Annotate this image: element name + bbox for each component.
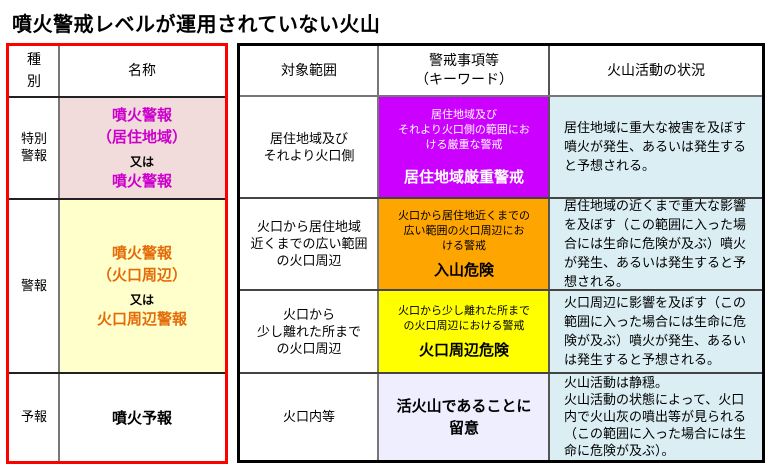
status-cell: 居住地域の近くまで重大な影響を及ぼす（この範囲に入った場合には生命に危険が及ぶ）… [550,199,762,290]
warning-alt-name: 火口周辺警報 [96,310,187,328]
type-label-line2: 警報 [20,148,47,164]
status-text: 居住地域の近くまで重大な影響を及ぼす（この範囲に入った場合には生命に危険が及ぶ）… [564,199,747,290]
keyword-desc-line1: 居住地域及び [431,108,497,121]
warning-name: 噴火警報 [111,244,172,262]
header-target-area-label: 対象範囲 [281,62,337,79]
target-text: 火口内等 [282,409,335,425]
type-label: 警報 [20,278,47,294]
target-cell: 火口から 少し離れた所まで の火口周辺 [240,291,378,373]
keyword-desc-line1: 火口から居住地近くまでの [398,209,530,222]
target-cell: 火口内等 [240,374,378,460]
target-cell: 火口から居住地域 近くまでの広い範囲 の火口周辺 [240,199,378,290]
keyword-desc-line3: ける厳重な警戒 [425,138,503,151]
keyword-desc-line3: ける警戒 [442,239,486,252]
name-cell-forecast: 噴火予報 [59,374,225,461]
or-label: 又は [129,293,154,307]
right-row-divider [240,372,762,374]
keyword-cell-mountain-entry: 火口から居住地近くまでの 広い範囲の火口周辺にお ける警戒 入山危険 [379,199,549,290]
status-cell: 火山活動は静穏。 火山活動の状態によって、火口内で火山灰の噴出等が見られる（この… [550,374,762,460]
header-activity-status-label: 火山活動の状況 [607,62,705,79]
status-cell: 居住地域に重大な被害を及ぼす噴火が発生、あるいは発生すると予想される。 [550,97,762,198]
right-row-divider [240,289,762,291]
header-type-label: 種別 [27,52,41,90]
keyword-desc-line2: の火口周辺における警戒 [403,319,525,332]
target-line3: の火口周辺 [276,341,342,357]
keyword-cell-residential: 居住地域及び それより火口側の範囲にお ける厳重な警戒 居住地域厳重警戒 [379,97,549,198]
left-row-divider [9,372,225,374]
target-line1: 火口から [282,307,335,323]
type-label: 予報 [20,410,47,425]
right-col-divider [377,46,379,460]
target-line1: 居住地域及び [269,131,348,147]
header-target-area: 対象範囲 [240,46,378,96]
status-text-line1: 火山活動は静穏。 [564,375,669,391]
keyword-cell-crater-danger: 火口から少し離れた所まで の火口周辺における警戒 火口周辺危険 [379,291,549,373]
target-line2: 近くまでの広い範囲 [250,237,368,252]
left-row-divider [9,198,225,200]
warning-area: （火口周辺） [96,266,187,284]
header-name: 名称 [59,46,225,96]
target-line3: の火口周辺 [276,254,342,269]
special-warning-area: （居住地域） [96,127,187,146]
status-text: 居住地域に重大な被害を及ぼす噴火が発生、あるいは発生すると予想される。 [564,121,747,174]
keyword-desc-line1: 火口から少し離れた所まで [398,304,530,317]
special-warning-alt-name: 噴火警報 [111,171,172,190]
or-label: 又は [129,154,154,169]
status-cell: 火口周辺に影響を及ぼす（この範囲に入った場合には生命に危険が及ぶ）噴火が発生、あ… [550,291,762,373]
header-warning-items: 警戒事項等 （キーワード） [379,46,549,96]
left-header-divider [9,96,225,98]
right-col-divider [548,46,550,460]
keyword-desc-line2: それより火口側の範囲にお [398,123,530,136]
keyword-label: 火口周辺危険 [418,341,509,359]
forecast-name: 噴火予報 [111,408,172,427]
keyword-desc-line2: 広い範囲の火口周辺にお [403,224,525,237]
keyword-label: 居住地域厳重警戒 [403,168,524,186]
right-header-divider [240,95,762,97]
type-cell-special-warning: 特別 警報 [9,97,59,198]
special-warning-name: 噴火警報 [111,105,172,124]
right-row-divider [240,197,762,199]
header-warning-items-line1: 警戒事項等 [429,53,499,69]
header-name-label: 名称 [128,62,156,79]
target-line2: それより火口側 [263,148,355,164]
type-cell-forecast: 予報 [9,374,59,461]
keyword-line1: 活火山であることに [396,397,532,415]
page-title: 噴火警戒レベルが運用されていない火山 [12,12,381,36]
target-line1: 火口から居住地域 [256,220,361,235]
target-line2: 少し離れた所まで [256,324,361,340]
type-label-line1: 特別 [20,131,47,147]
status-text-line2: 火山活動の状態によって、火口内で火山灰の噴出等が見られる（この範囲に入った場合に… [564,392,747,459]
header-type: 種別 [9,46,59,96]
target-cell: 居住地域及び それより火口側 [240,97,378,198]
keyword-line2: 留意 [448,419,479,437]
keyword-label: 入山危険 [433,261,494,279]
name-cell-special-warning: 噴火警報 （居住地域） 又は 噴火警報 [59,97,225,198]
type-cell-warning: 警報 [9,199,59,373]
keyword-cell-active-volcano: 活火山であることに 留意 [379,374,549,460]
left-col-divider [58,46,60,461]
status-text: 火口周辺に影響を及ぼす（この範囲に入った場合には生命に危険が及ぶ）噴火が発生、あ… [564,296,747,368]
name-cell-warning: 噴火警報 （火口周辺） 又は 火口周辺警報 [59,199,225,373]
header-activity-status: 火山活動の状況 [550,46,762,96]
header-warning-items-line2: （キーワード） [415,72,513,88]
